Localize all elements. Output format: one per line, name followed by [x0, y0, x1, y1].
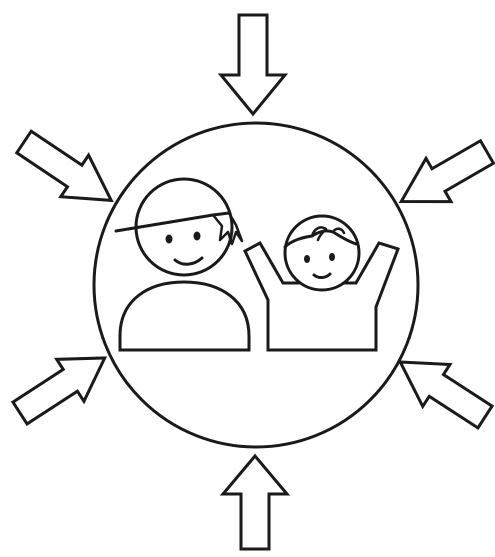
- arrow-down-icon: [221, 15, 285, 114]
- adult-head: [136, 179, 232, 275]
- arrow-up-icon: [223, 456, 287, 549]
- child-eye-left: [304, 255, 310, 263]
- adult-eye-right: [194, 232, 201, 241]
- adult-eye-left: [166, 235, 173, 244]
- arrow-diagonal-icon: [389, 130, 495, 223]
- arrow-diagonal-icon: [6, 337, 118, 434]
- arrow-diagonal-icon: [10, 121, 125, 221]
- child-eye-right: [329, 253, 335, 261]
